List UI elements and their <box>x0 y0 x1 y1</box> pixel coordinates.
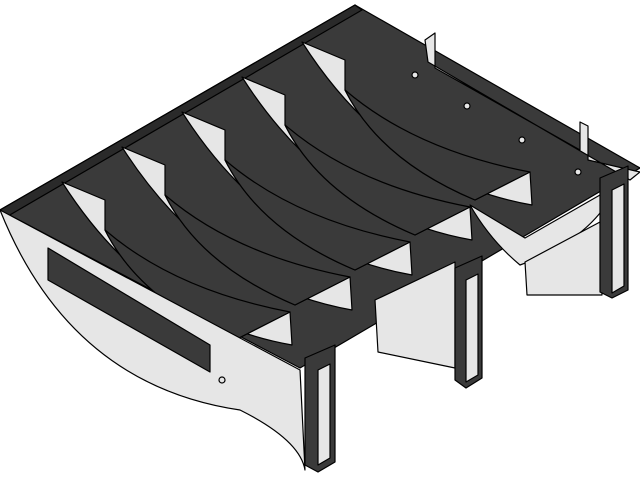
front-plate-slot <box>47 247 211 373</box>
hole-1 <box>411 71 419 79</box>
mount-hole <box>218 376 226 384</box>
right-rim <box>424 32 640 181</box>
rib-shadow-3 <box>224 159 411 271</box>
rib-shadow-4 <box>284 124 471 236</box>
hole-2 <box>463 102 471 110</box>
rib-group <box>61 41 533 346</box>
hole-4 <box>574 168 582 176</box>
rib-shadow-1 <box>104 229 291 341</box>
leg-back <box>599 165 629 299</box>
rib-shadow-2 <box>164 194 351 306</box>
leg-front <box>304 344 336 473</box>
hole-3 <box>518 136 526 144</box>
rim-holes <box>411 71 582 176</box>
right-end-plate-lower <box>524 221 603 296</box>
rib-shadow-5 <box>344 89 531 201</box>
leg-middle <box>454 255 483 389</box>
